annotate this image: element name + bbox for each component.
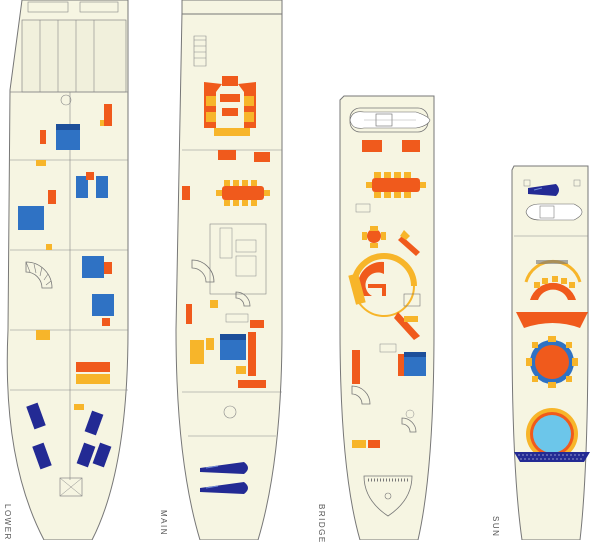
bridge-deck-hull [339, 95, 435, 540]
bridge-spiral-stair [351, 385, 371, 405]
deck-label-sun: SUN [491, 516, 500, 538]
lower-spiral-stair [25, 261, 53, 289]
bridge-tender [349, 111, 431, 129]
bridge-wheelhouse [363, 475, 413, 517]
lower-bed-guest-3 [92, 294, 114, 316]
main-deck-hull [175, 11, 283, 540]
sun-round-table [526, 336, 578, 388]
bridge-cabin-bed [404, 352, 426, 376]
main-spiral-stair [191, 259, 215, 283]
main-aft-lounge [204, 76, 256, 136]
bridge-circular-lounge [348, 253, 417, 317]
lower-engine-room [21, 19, 127, 93]
sun-lounge-bar [516, 259, 588, 328]
sun-jetski [528, 184, 559, 196]
main-deck [175, 0, 283, 540]
bridge-deck [339, 95, 435, 540]
deck-label-main: MAIN [159, 510, 168, 536]
lower-crew-bunks [26, 402, 112, 470]
lower-deck [6, 0, 129, 540]
main-dining-table [216, 180, 270, 206]
sun-tender [525, 203, 583, 221]
lower-bed-twin-2 [96, 176, 108, 198]
sun-deck [511, 165, 590, 540]
main-jetskis [200, 462, 248, 494]
lower-bed-twin-1 [76, 176, 88, 198]
deck-label-bridge: BRIDGE [317, 504, 326, 544]
lower-bed-guest-1 [18, 206, 44, 230]
deck-label-lower: LOWER [3, 504, 12, 541]
sun-jacuzzi [514, 408, 590, 462]
bridge-dining-table [366, 172, 426, 198]
lower-bed-guest-2 [82, 256, 104, 278]
